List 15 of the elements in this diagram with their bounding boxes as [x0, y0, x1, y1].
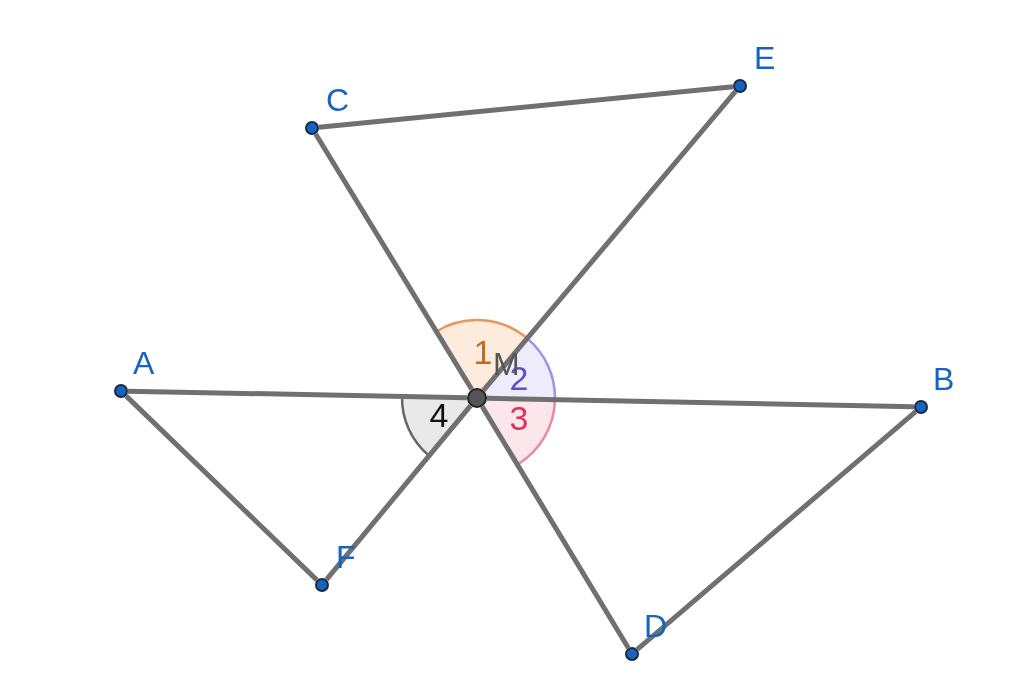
angle-number: 3	[509, 401, 529, 435]
angle-number: 1	[473, 335, 493, 369]
line-segment	[313, 132, 474, 391]
point-label: B	[933, 363, 955, 395]
line-segment	[127, 388, 468, 401]
line-segment	[481, 89, 738, 392]
line-segment	[635, 409, 918, 652]
line-segment	[124, 394, 319, 582]
angle-number: 4	[429, 398, 449, 432]
point-label: C	[326, 84, 350, 116]
line-segment	[486, 395, 915, 410]
point-label: A	[133, 347, 155, 379]
line-segment	[318, 84, 734, 130]
line-segment	[324, 404, 473, 582]
point-label: E	[754, 42, 776, 74]
